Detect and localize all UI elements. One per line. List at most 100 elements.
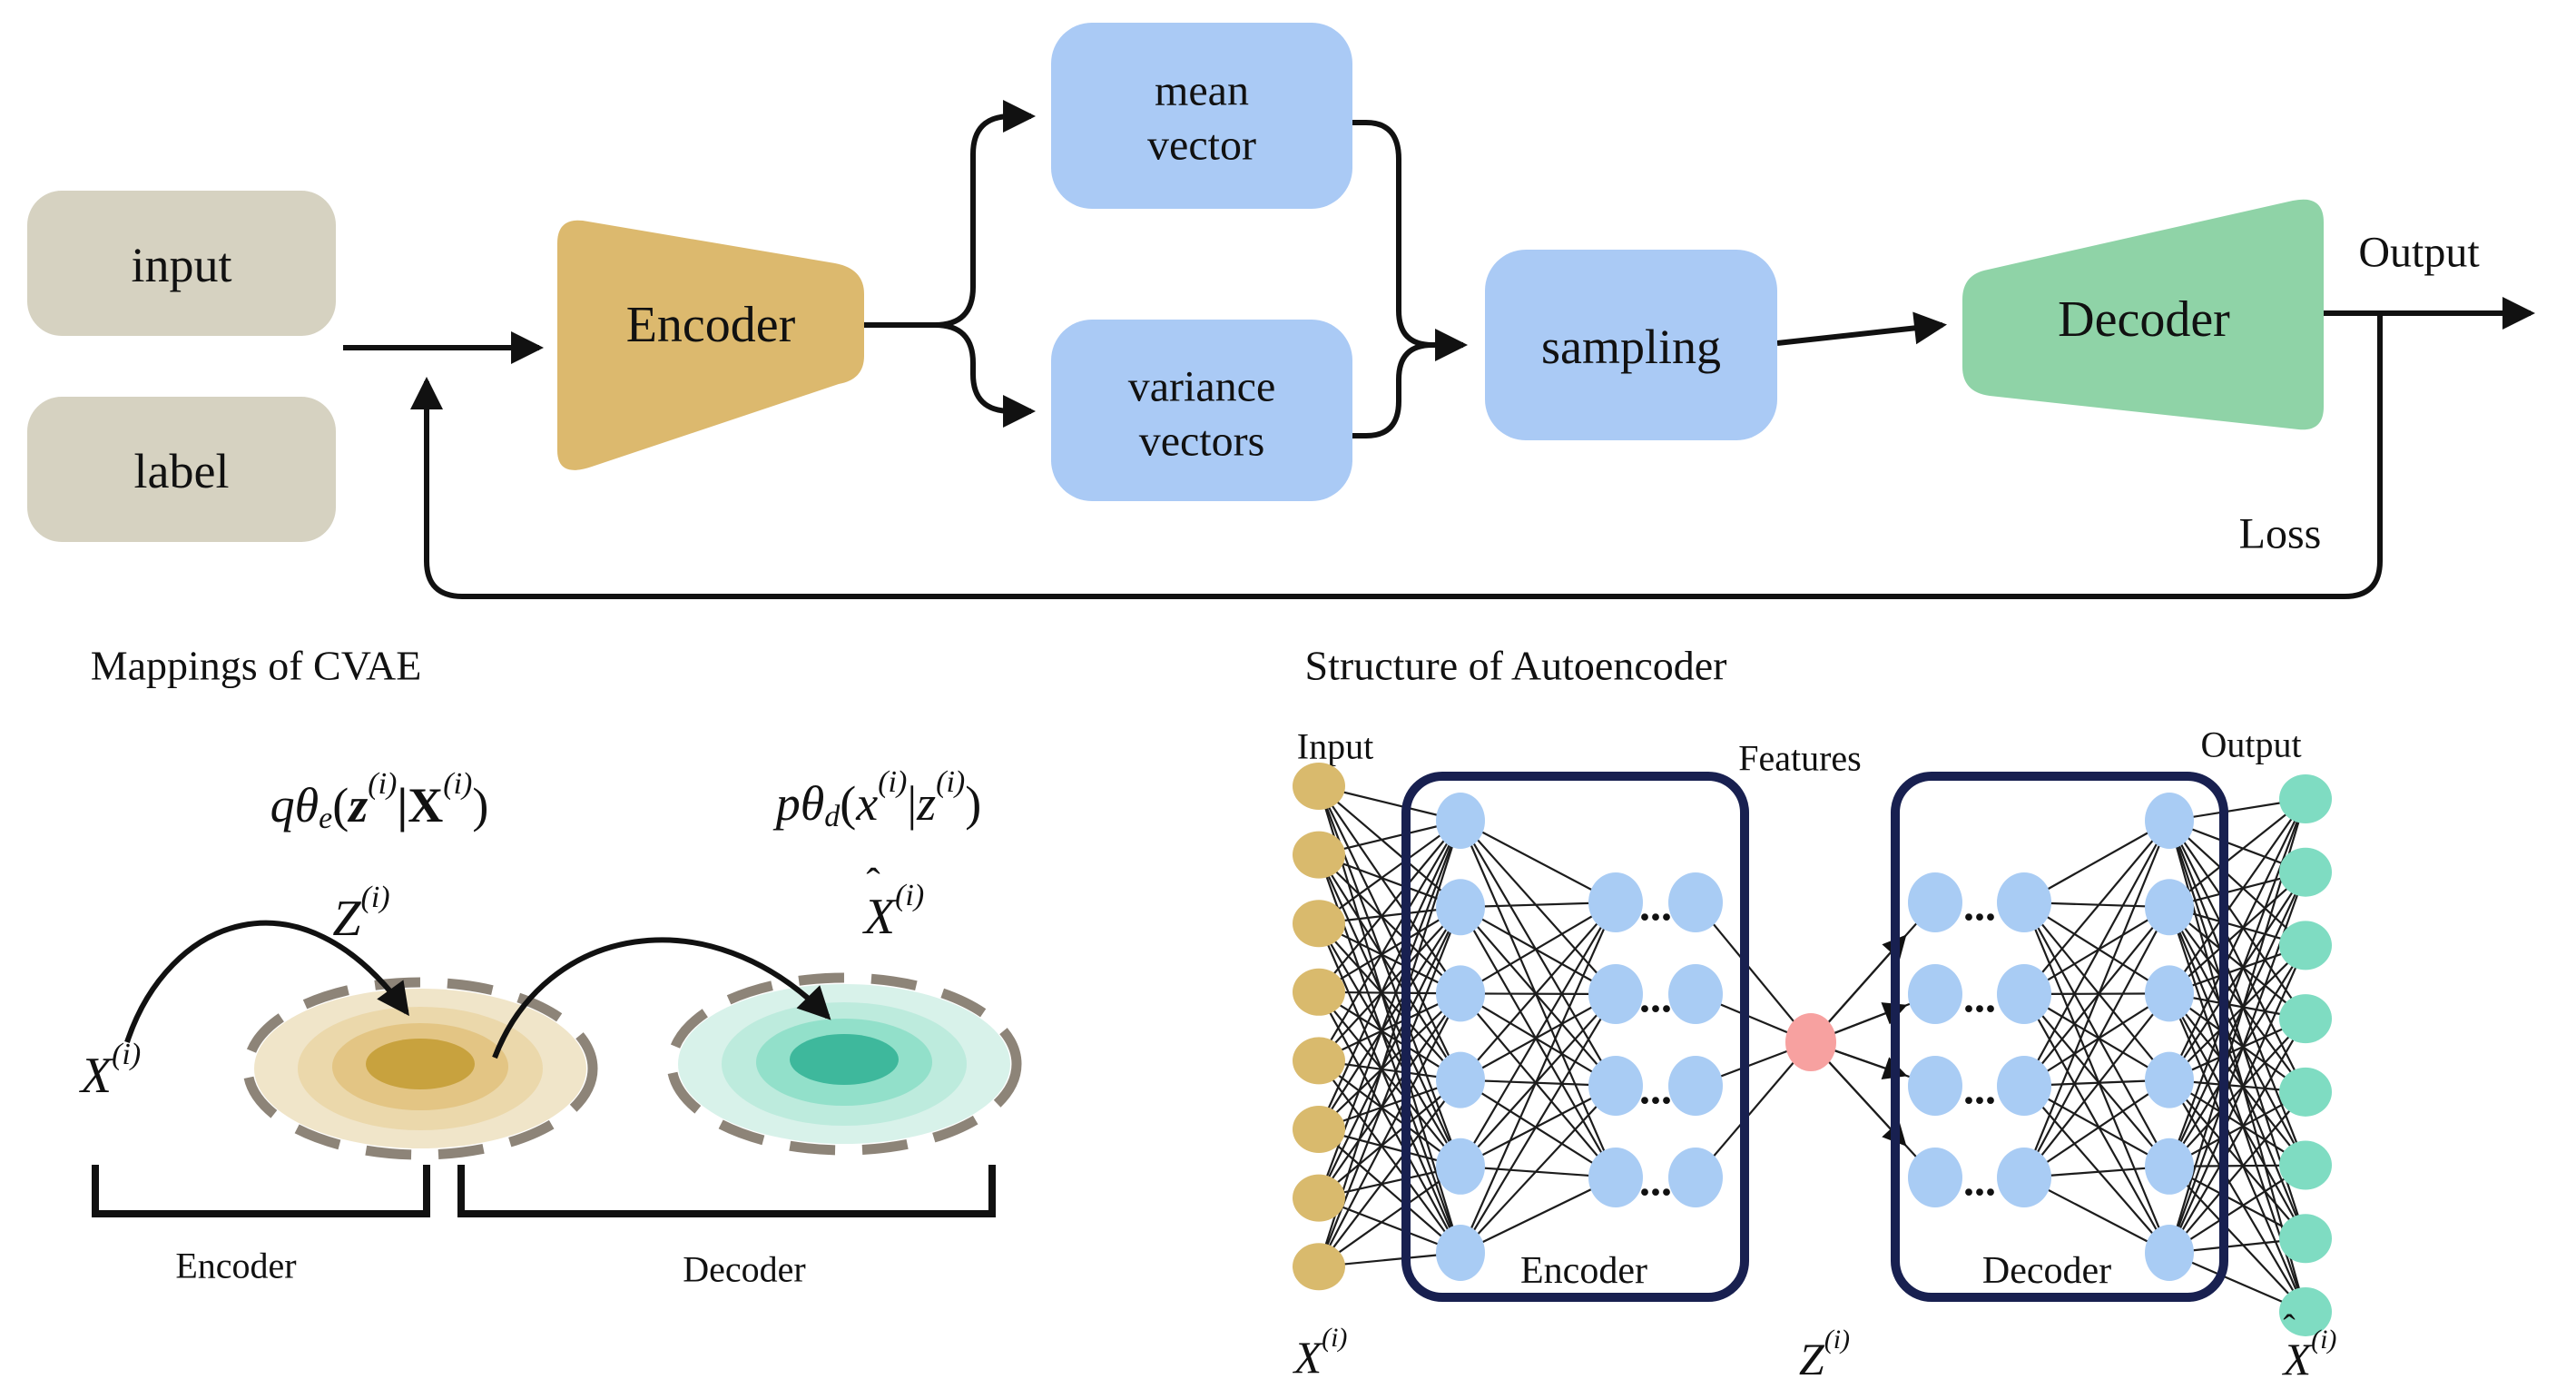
formula-part: | [907,776,917,831]
encoder-trapezoid [557,220,864,470]
nn-hidden-node [1908,1148,1962,1207]
nn-input-node [1293,1174,1345,1222]
ae-input-label: Input [1297,726,1373,767]
nn-ellipsis: ... [1963,974,1996,1022]
ae-x-label: X(i) [1293,1323,1348,1384]
nn-ellipsis: ... [1963,882,1996,931]
loss-feedback-path [410,313,2383,599]
decoder-formula: pθd(x(i)|z(i)) [772,765,981,833]
nn-hidden-node [1908,1056,1962,1116]
nn-hidden-node [1588,872,1643,932]
nn-ellipsis: ... [1963,1158,1996,1206]
nn-output-node [2279,994,2332,1044]
branch-to-mean-arrow [934,100,1037,328]
decoder-bracket [457,1165,996,1217]
nn-feature-node [1785,1013,1836,1071]
label-box-label: label [134,444,230,498]
formula-part: z [916,776,936,831]
nn-ellipsis: ... [1639,974,1672,1022]
nn-hidden-node [1997,964,2051,1024]
mappings-title: Mappings of CVAE [91,643,422,689]
nn-hidden-node [1588,1056,1643,1116]
math-base: X [1293,1332,1324,1383]
encoder-formula: qθe(z(i)|X(i)) [270,767,489,835]
decoder-mapping-arrow [492,937,831,1059]
nn-ellipsis-dots: ........................ [1639,882,1996,1206]
ae-features-label: Features [1738,738,1862,779]
math-base: X [79,1048,114,1104]
sampling-to-decoder-arrow [1776,311,1948,346]
nn-hidden-node [1436,1138,1485,1195]
nn-output-node [2279,847,2332,897]
ae-z-label: Z(i) [1799,1325,1850,1385]
nn-hidden-node [1668,872,1723,932]
nn-hidden-node [1668,964,1723,1024]
nn-hidden-node [1436,1051,1485,1108]
formula-part: (i) [878,765,907,799]
math-base: Z [332,891,361,947]
nn-ellipsis: ... [1639,1066,1672,1114]
teal-dashed-border [666,972,1022,1156]
teal-ring-center [790,1034,899,1085]
nn-input-node [1293,1243,1345,1291]
formula-part: | [397,778,408,832]
input-box-label: input [131,238,231,292]
formula-part: ( [840,776,856,831]
formula-part: (i) [368,767,397,801]
nn-input-node [1293,900,1345,948]
nn-hidden-node [1588,1148,1643,1207]
nn-hidden-node [2145,1051,2194,1108]
nn-output-node [2279,1286,2332,1336]
xhat-mapping-label: X(i) [862,879,924,946]
ae-decoder-box [1891,772,2228,1302]
nn-hidden-node [1436,1225,1485,1281]
nn-hidden-node [1997,872,2051,932]
encoder-distribution [242,977,598,1160]
nn-input-node [1293,1037,1345,1085]
formula-part: (i) [936,765,965,799]
formula-part: (i) [443,767,472,801]
math-base: Z [1799,1334,1825,1384]
nn-ellipsis: ... [1639,882,1672,931]
formula-part: X [408,778,443,832]
math-sup: (i) [361,881,390,914]
formula-part: e [319,802,332,835]
nn-hidden-node [1436,793,1485,849]
nn-ellipsis: ... [1639,1158,1672,1206]
math-base: X [2282,1334,2314,1384]
x-mapping-label: X(i) [79,1038,141,1105]
mean-vector-box [1051,23,1352,209]
nn-input-node [1293,1106,1345,1153]
nn-ellipsis: ... [1963,1066,1996,1114]
mean-to-sampling-arrow [1352,120,1469,361]
nn-input-node [1293,763,1345,810]
nn-hidden-node [1436,879,1485,936]
nn-hidden-node [1668,1056,1723,1116]
math-sup: (i) [1824,1325,1850,1355]
variance-vectors-box [1051,320,1352,501]
formula-part: x [855,776,878,831]
ae-encoder-label: Encoder [1520,1250,1647,1292]
encoder-bracket [92,1165,430,1217]
ae-decoder-label: Decoder [1982,1250,2111,1292]
formula-part: ) [472,778,488,832]
decoder-trapezoid-label: Decoder [2058,291,2230,348]
nn-hidden-node [1997,1148,2051,1207]
variance-to-sampling-line [1352,342,1433,438]
xhat-mapping-hat: ˆ [866,860,880,906]
nn-hidden-node [1668,1148,1723,1207]
nn-output-node [2279,921,2332,970]
formula-part: ) [965,776,981,831]
nn-hidden-node [2145,793,2194,849]
math-sup: (i) [1322,1323,1347,1353]
nn-hidden-node [2145,965,2194,1022]
gold-ring-center [366,1039,475,1089]
nn-hidden-node [1436,965,1485,1022]
branch-to-variance-arrow [934,322,1037,428]
label-box [27,397,336,542]
mean-vector-label-line2: vector [1147,122,1256,170]
nn-hidden-node [1908,964,1962,1024]
nn-hidden-node [1908,872,1962,932]
